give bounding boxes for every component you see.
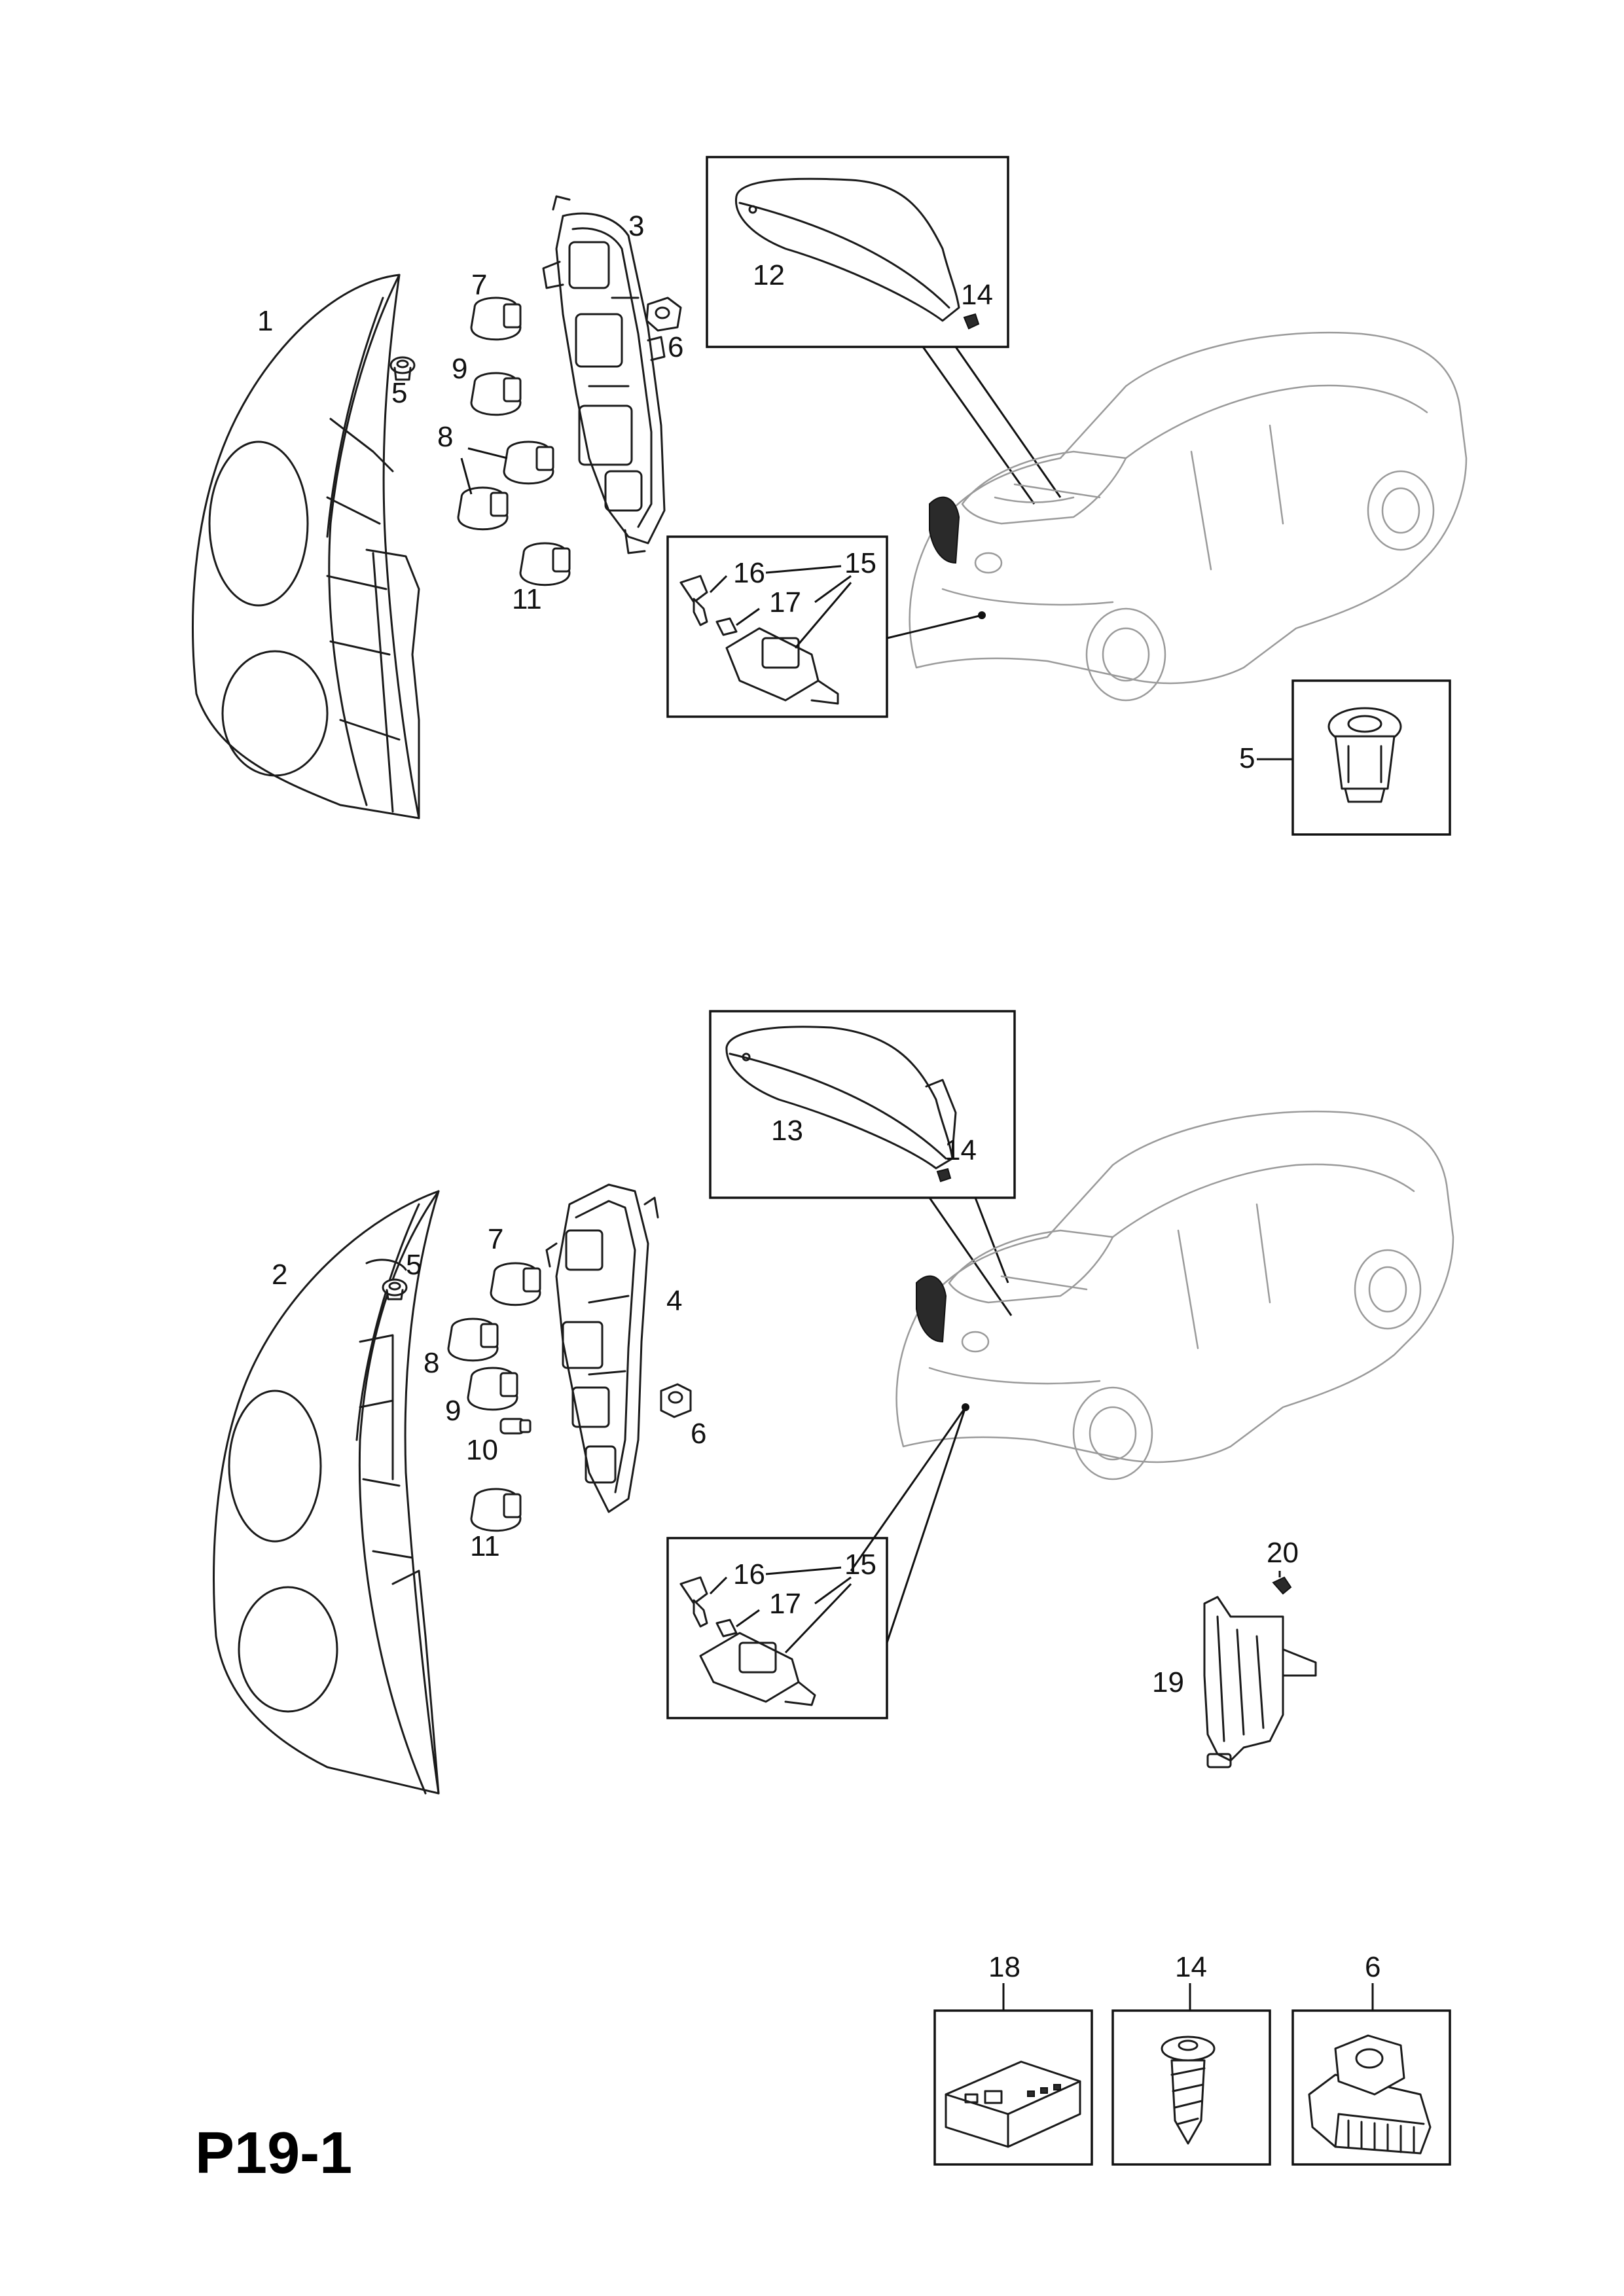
callout-5-lower: 5 <box>406 1249 422 1281</box>
callout-7-lower: 7 <box>488 1223 503 1255</box>
callout-17: 17 <box>769 586 801 619</box>
callout-12: 12 <box>753 259 785 291</box>
car-outline-upper <box>909 331 1468 702</box>
callout-15-lower: 15 <box>844 1549 876 1581</box>
callout-13: 13 <box>771 1115 803 1147</box>
bulb-11 <box>519 542 571 586</box>
callout-8-lower: 8 <box>424 1347 439 1379</box>
callout-11-lower: 11 <box>470 1530 500 1562</box>
callout-16: 16 <box>733 557 765 589</box>
callout-17-lower: 17 <box>769 1588 801 1620</box>
callout-7: 7 <box>471 269 487 301</box>
bulb-8-upper <box>503 440 554 485</box>
upper-assembly: 1 3 5 6 7 9 8 11 12 14 <box>192 156 1468 836</box>
car-outline-lower <box>895 1110 1454 1480</box>
callout-6: 6 <box>668 331 683 363</box>
bulb-8-lower-group <box>447 1318 499 1362</box>
callout-18: 18 <box>988 1951 1020 1983</box>
callout-11: 11 <box>512 583 542 615</box>
bracket-19: 19 20 <box>1152 1537 1317 1768</box>
callout-9: 9 <box>452 353 467 385</box>
part-6-lower <box>660 1383 692 1418</box>
callout-20: 20 <box>1267 1537 1299 1569</box>
callout-5-detail: 5 <box>1239 742 1255 774</box>
callout-14: 14 <box>961 279 993 311</box>
bulb-holder-3 <box>542 195 666 554</box>
clip-5-small <box>389 356 416 381</box>
callout-4: 4 <box>666 1285 682 1317</box>
callout-5: 5 <box>391 377 407 409</box>
tail-lamp-housing-left <box>192 274 420 819</box>
tail-lamp-housing-right <box>213 1190 440 1795</box>
callout-8: 8 <box>437 421 453 453</box>
legend-row: 18 14 6 <box>933 1951 1451 2166</box>
callout-14-legend: 14 <box>1175 1951 1207 1983</box>
detail-box-license-lamp-lower: 16 15 17 <box>666 1537 888 1719</box>
bulb-7-lower <box>490 1262 541 1306</box>
detail-box-12: 12 14 <box>706 156 1009 348</box>
detail-box-5: 5 <box>1239 679 1451 836</box>
callout-9-lower: 9 <box>445 1395 461 1427</box>
bulb-11-lower <box>470 1488 522 1532</box>
callout-1: 1 <box>257 305 273 337</box>
bulb-8-lower <box>457 486 509 531</box>
detail-box-license-lamp-upper: 16 15 17 <box>666 535 888 718</box>
bulb-9-lower <box>467 1367 518 1411</box>
bulb-holder-4 <box>545 1183 659 1513</box>
callout-16-lower: 16 <box>733 1558 765 1590</box>
bulb-10-lower <box>499 1418 532 1435</box>
callout-19: 19 <box>1152 1666 1184 1698</box>
callout-6-legend: 6 <box>1365 1951 1380 1983</box>
page-code: P19-1 <box>195 2121 352 2186</box>
callout-15: 15 <box>844 547 876 579</box>
bulb-9 <box>470 372 522 416</box>
callout-2: 2 <box>272 1259 287 1291</box>
lower-assembly: 2 5 7 4 8 9 10 6 11 13 14 <box>213 1010 1454 1795</box>
legend-item-18: 18 <box>933 1951 1093 2166</box>
callout-3: 3 <box>628 210 644 242</box>
callout-14-lower: 14 <box>945 1134 977 1166</box>
clip-5-lower <box>382 1278 408 1300</box>
legend-item-6: 6 <box>1291 1951 1451 2166</box>
bulb-7 <box>470 296 522 341</box>
part-6-small <box>645 296 682 332</box>
callout-6-lower: 6 <box>691 1418 706 1450</box>
legend-item-14: 14 <box>1111 1951 1271 2166</box>
detail-box-13: 13 14 <box>709 1010 1016 1199</box>
callout-10: 10 <box>466 1434 498 1466</box>
